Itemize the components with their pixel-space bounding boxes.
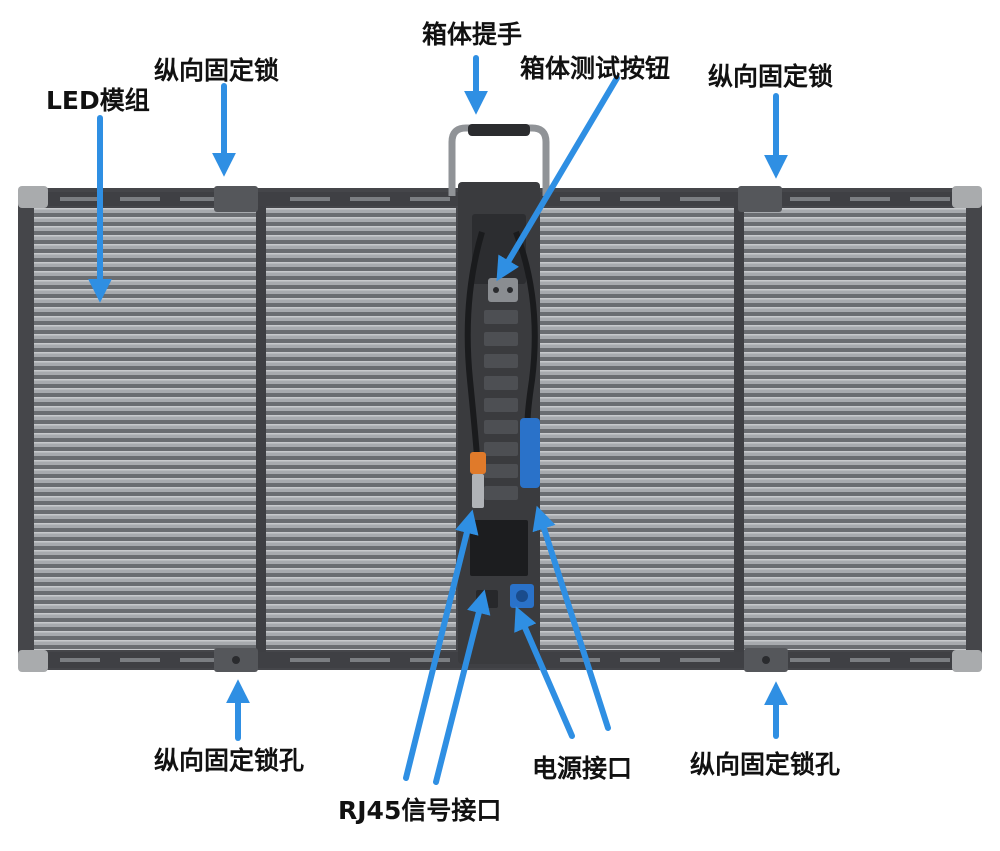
label-lock-hole-left: 纵向固定锁孔 [154,746,305,775]
test-button [488,278,518,302]
label-lock-hole-right: 纵向固定锁孔 [690,750,841,779]
label-lock-top-right: 纵向固定锁 [708,62,834,91]
led-module-center-right [540,208,736,650]
cable-right [513,230,538,431]
vertical-lock-top-right [738,186,782,212]
rj45-connector [470,452,486,474]
arrow-icon [496,75,620,282]
led-module-left [34,208,256,650]
arrow-icon [433,589,491,785]
handle-grip [468,124,530,136]
label-handle: 箱体提手 [422,20,523,49]
led-module-center-left [266,208,456,650]
cable-left [464,231,485,471]
label-lock-top-left: 纵向固定锁 [154,56,280,85]
corner-cap-top-right [952,186,982,208]
annotation-arrows [88,55,788,785]
label-test-button: 箱体测试按钮 [520,54,671,83]
arrow-icon [514,606,575,739]
power-connector [520,418,540,488]
vertical-lock-top-left [214,186,258,212]
label-power-port: 电源接口 [532,754,633,783]
led-module-right [744,208,966,650]
led-cabinet [18,124,982,672]
corner-cap-bottom-left [18,650,48,672]
rating-label-plate [470,520,528,576]
divider-beam-right [734,196,744,662]
arrow-icon [532,505,611,731]
divider-beam-left [256,196,266,662]
arrow-icon [403,509,479,781]
corner-cap-top-left [18,186,48,208]
label-led-module: LED模组 [46,86,150,115]
label-rj45-port: RJ45信号接口 [338,796,502,825]
corner-cap-bottom-right [952,650,982,672]
